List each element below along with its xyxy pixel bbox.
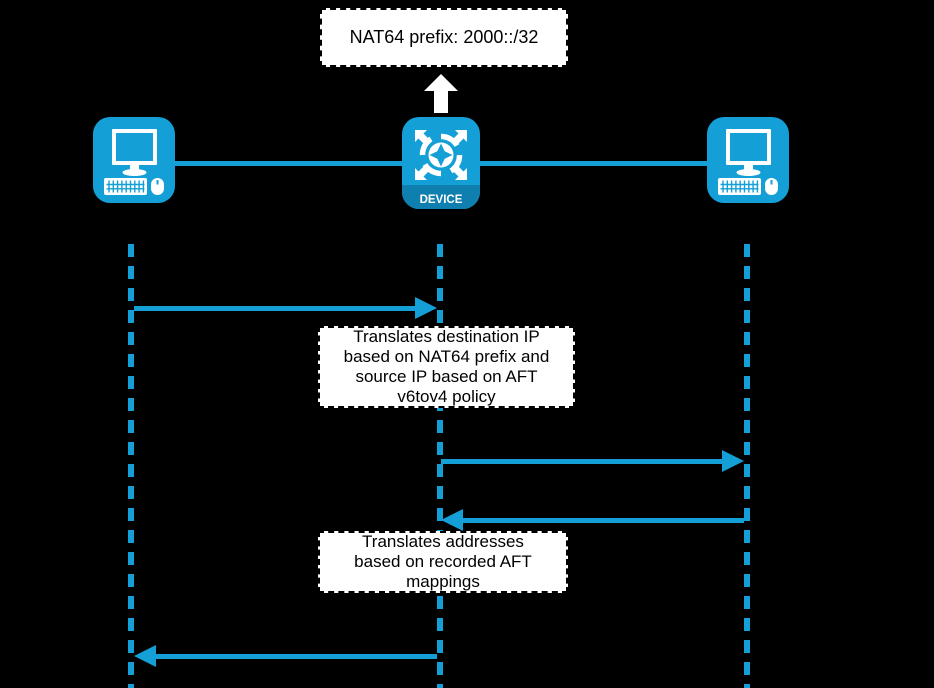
message-arrow-host-to-device [134,297,437,319]
arrow-shaft [152,653,437,659]
computer-icon [707,117,789,203]
arrowhead-right-icon [415,297,437,319]
note-line: v6tov4 policy [397,387,496,406]
lifeline-left-host [128,244,134,688]
message-arrow-device-to-left-host [134,645,437,667]
message-arrow-device-to-right-host [441,450,744,472]
note-line: based on NAT64 prefix and [343,347,550,366]
device-node: DEVICE [402,117,480,214]
nat64-prefix-text: NAT64 prefix: 2000::/32 [349,27,539,47]
note-line: based on recorded AFT [354,552,532,571]
message-arrow-right-host-to-device [441,509,744,531]
translation-note-mappings: Translates addresses based on recorded A… [318,531,568,593]
right-host-node [707,117,789,208]
router-device-icon: DEVICE [402,117,480,209]
arrow-shaft [441,458,726,464]
note-line: Translates destination IP [353,327,540,346]
nat64-prefix-note: NAT64 prefix: 2000::/32 [320,8,568,67]
device-label: DEVICE [420,194,463,206]
note-line: mappings [406,572,480,591]
arrowhead-left-icon [134,645,156,667]
computer-icon [93,117,175,203]
lifeline-device [437,244,443,688]
lifeline-right-host [744,244,750,688]
note-line: source IP based on AFT [355,367,538,386]
block-arrow-up-icon [424,74,458,113]
arrow-shaft [134,305,419,311]
arrowhead-left-icon [441,509,463,531]
left-host-node [93,117,175,208]
arrowhead-right-icon [722,450,744,472]
note-line: Translates addresses [362,532,524,551]
translation-note-v6tov4: Translates destination IP based on NAT64… [318,326,575,408]
arrow-shaft [459,517,744,523]
